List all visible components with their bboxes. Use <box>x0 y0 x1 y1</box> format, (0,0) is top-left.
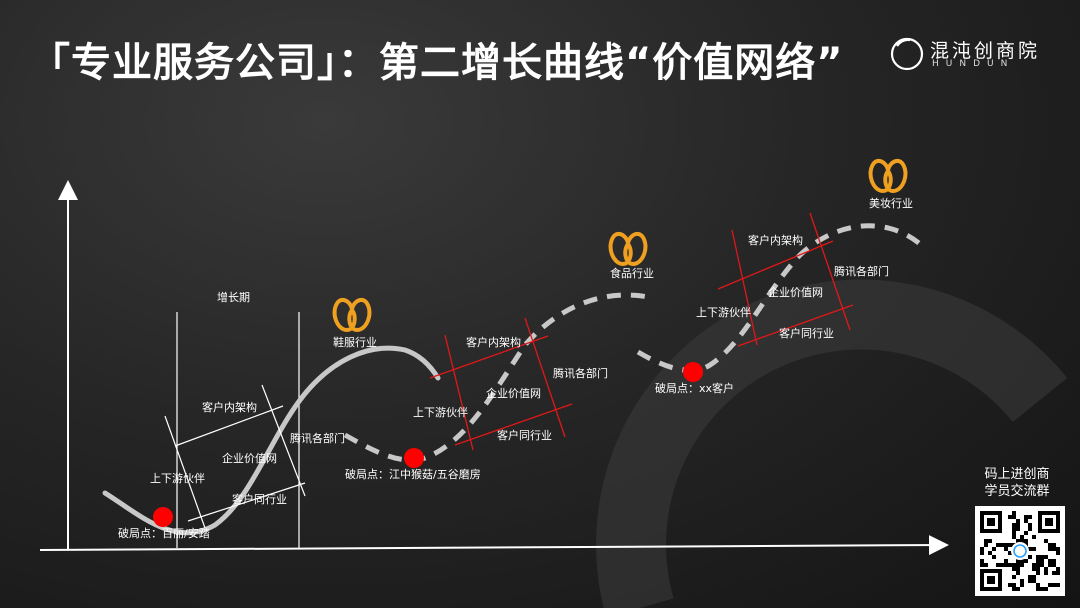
industry-label-beauty: 美妆行业 <box>869 197 913 210</box>
network-label-supply-chain: 上下游伙伴 <box>696 306 751 319</box>
network-label-internal: 客户内架构 <box>202 400 257 414</box>
breakpoint-marker <box>404 448 424 468</box>
network-label-tencent: 腾讯各部门 <box>553 366 608 380</box>
network-label-internal: 客户内架构 <box>466 335 521 349</box>
infinity-icon <box>608 231 648 267</box>
qr-caption: 码上进创商 学员交流群 <box>965 466 1069 500</box>
growth-curve-dashed-1 <box>343 292 649 463</box>
network-label-peers: 客户同行业 <box>232 492 287 506</box>
network-lines-stage1 <box>164 384 306 529</box>
logo-name-en: HUNDUN <box>932 59 1015 69</box>
industry-label-food: 食品行业 <box>610 266 654 280</box>
network-label-supply-chain: 上下游伙伴 <box>150 472 205 485</box>
network-label-enterprise-value: 企业价值网 <box>486 386 541 400</box>
network-label-peers: 客户同行业 <box>497 428 552 442</box>
x-axis <box>39 535 949 556</box>
network-label-supply-chain: 上下游伙伴 <box>413 406 468 419</box>
network-label-tencent: 腾讯各部门 <box>290 431 345 445</box>
qr-caption-line2: 学员交流群 <box>984 484 1050 499</box>
infinity-icon <box>868 158 908 194</box>
industry-label-footwear: 鞋服行业 <box>333 335 377 349</box>
infinity-icon <box>332 297 372 333</box>
network-label-enterprise-value: 企业价值网 <box>222 451 277 465</box>
qr-caption-line1: 码上进创商 <box>984 467 1050 482</box>
breakpoint-label-stage3: 破局点：xx客户 <box>655 381 734 395</box>
network-label-enterprise-value: 企业价值网 <box>768 285 823 299</box>
qr-code-icon <box>975 506 1065 596</box>
growth-curve-solid <box>102 345 441 536</box>
logo-name-cn: 混沌创商院 <box>930 40 1041 62</box>
hundun-circle-logo-icon <box>890 37 924 71</box>
network-label-peers: 客户同行业 <box>779 326 834 340</box>
breakpoint-marker <box>683 362 703 382</box>
breakpoint-label-stage2: 破局点：江中猴菇/五谷磨房 <box>345 467 481 481</box>
network-lines-stage2 <box>429 317 573 451</box>
growth-curve-dashed-2 <box>636 223 922 373</box>
growth-period-label: 增长期 <box>217 290 250 304</box>
network-label-tencent: 腾讯各部门 <box>834 264 889 278</box>
network-label-internal: 客户内架构 <box>748 233 803 247</box>
hundun-logo: 混沌创商院 HUNDUN <box>888 34 1038 74</box>
breakpoint-marker <box>153 507 173 527</box>
breakpoint-label-stage1: 破局点：百丽/安踏 <box>118 526 210 540</box>
network-lines-stage3 <box>717 212 854 347</box>
slide-title: 「专业服务公司」：第二增长曲线“价值网络” <box>30 40 844 86</box>
qr-code[interactable] <box>975 506 1065 596</box>
